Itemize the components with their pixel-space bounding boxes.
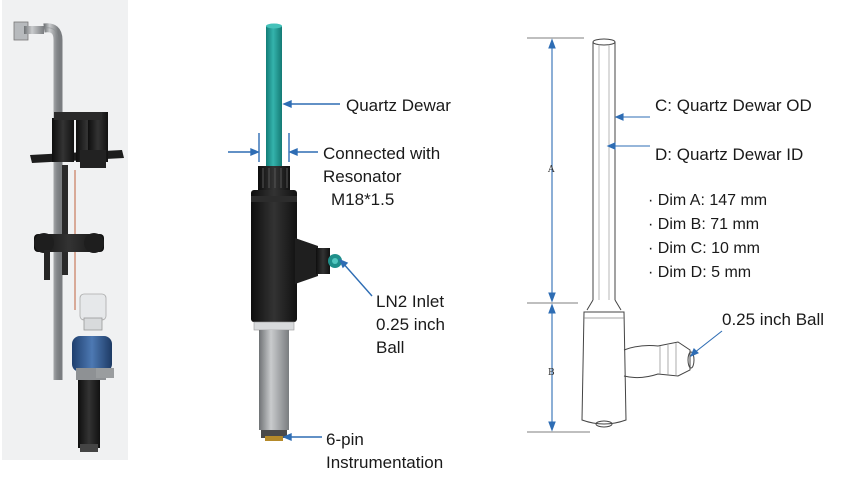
dimension-lines [527, 37, 723, 433]
ball-label: 0.25 inch Ball [722, 310, 825, 329]
dim-letter-b: B [548, 368, 555, 378]
dim-b-item: · Dim B: 71 mm [648, 216, 760, 233]
assembly-render [2, 0, 128, 460]
od-label: C: Quartz Dewar OD [655, 96, 812, 115]
id-label: D: Quartz Dewar ID [655, 145, 804, 164]
dim-letter-a: A [548, 165, 555, 175]
ln2-inlet-label-line1: LN2 Inlet [376, 292, 445, 311]
ln2-inlet-label-line3: Ball [376, 338, 405, 357]
pin-label-line2: Instrumentation [326, 453, 444, 472]
dewar-line-drawing [581, 38, 695, 428]
quartz-dewar-label: Quartz Dewar [346, 96, 451, 115]
pin-label-line1: 6-pin [326, 430, 364, 449]
dewar-assembly [251, 23, 342, 441]
connected-label-line3: M18*1.5 [331, 190, 395, 209]
connected-label-line1: Connected with [323, 144, 441, 163]
middle-leaders [228, 99, 373, 442]
connected-label-line2: Resonator [323, 167, 402, 186]
dim-d-item: · Dim D: 5 mm [648, 264, 752, 281]
ln2-inlet-label-line2: 0.25 inch [376, 315, 445, 334]
dim-a-item: · Dim A: 147 mm [648, 192, 768, 209]
dim-c-item: · Dim C: 10 mm [648, 240, 760, 257]
